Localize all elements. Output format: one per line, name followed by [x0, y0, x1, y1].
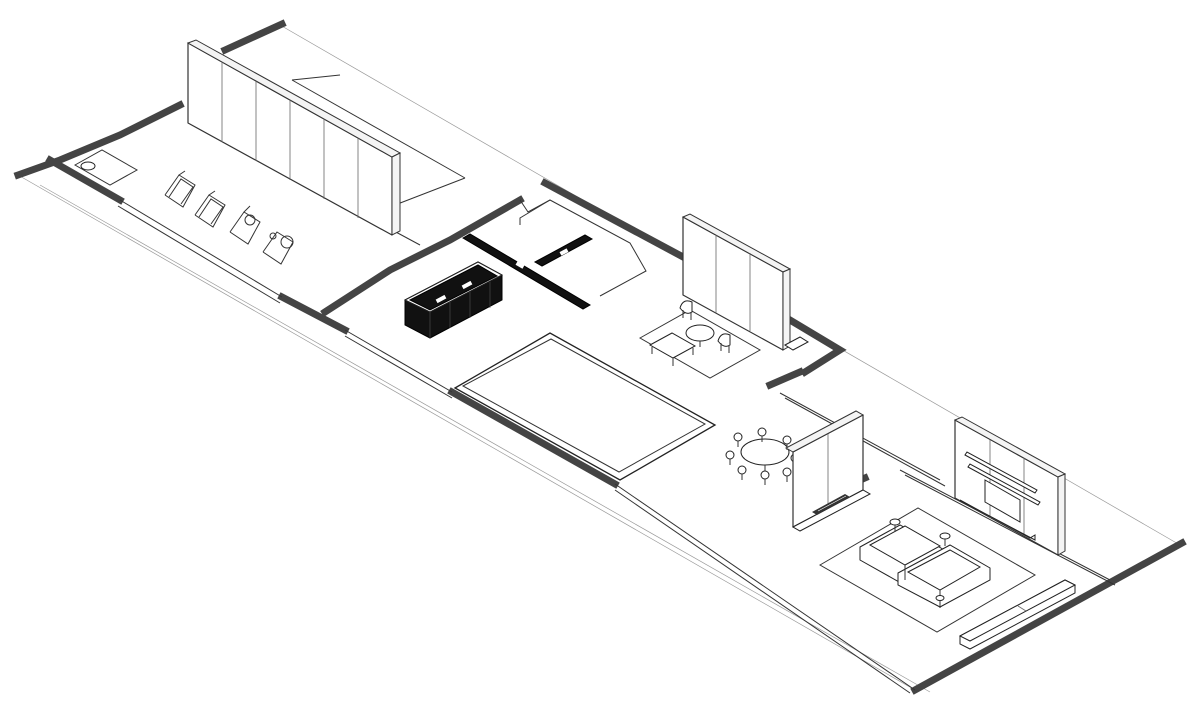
- tv-icon: [984, 479, 1021, 523]
- dining-area: [725, 427, 800, 485]
- partition-panel-lounge: [681, 213, 792, 351]
- fireplace-icon: [812, 494, 850, 515]
- chair-icon: [782, 467, 792, 482]
- partition-panel-dining: [784, 410, 872, 532]
- gym-area: [73, 149, 294, 265]
- shelf-icon: [964, 451, 1041, 506]
- kitchen-area: [403, 233, 594, 339]
- lounge-rug: [638, 309, 762, 379]
- coffee-table-icon: [685, 324, 715, 347]
- side-table-icon: [889, 518, 951, 546]
- stool-icon: [935, 595, 945, 608]
- yoga-mat: [73, 149, 139, 186]
- living-area: [818, 507, 1077, 650]
- sofa-icon: [859, 524, 991, 608]
- tv-console: [959, 499, 1036, 541]
- armchair-icon: [717, 333, 731, 353]
- partition-panel-tv: [953, 416, 1067, 556]
- treadmill-icon: [164, 170, 196, 208]
- chair-icon: [760, 470, 770, 485]
- bench-icon: [648, 332, 697, 366]
- chair-icon: [737, 465, 747, 480]
- chair-icon: [725, 450, 735, 465]
- kitchen-island-icon: [403, 261, 504, 339]
- armchair-icon: [679, 300, 693, 320]
- treadmill-icon: [194, 190, 226, 228]
- entry-step: [784, 336, 809, 351]
- lounge-area: [638, 300, 762, 379]
- ball-icon: [80, 161, 96, 171]
- dining-table-icon: [740, 438, 790, 474]
- kitchen-counter: [462, 233, 594, 310]
- exercise-bike-icon: [229, 205, 261, 245]
- courtyard: [453, 332, 717, 481]
- chair-icon: [757, 427, 767, 442]
- bench-icon: [958, 579, 1077, 650]
- rowing-machine-icon: [262, 231, 294, 265]
- chair-icon: [733, 432, 743, 447]
- living-rug: [818, 507, 1037, 633]
- partition-panel-gym: [186, 39, 402, 236]
